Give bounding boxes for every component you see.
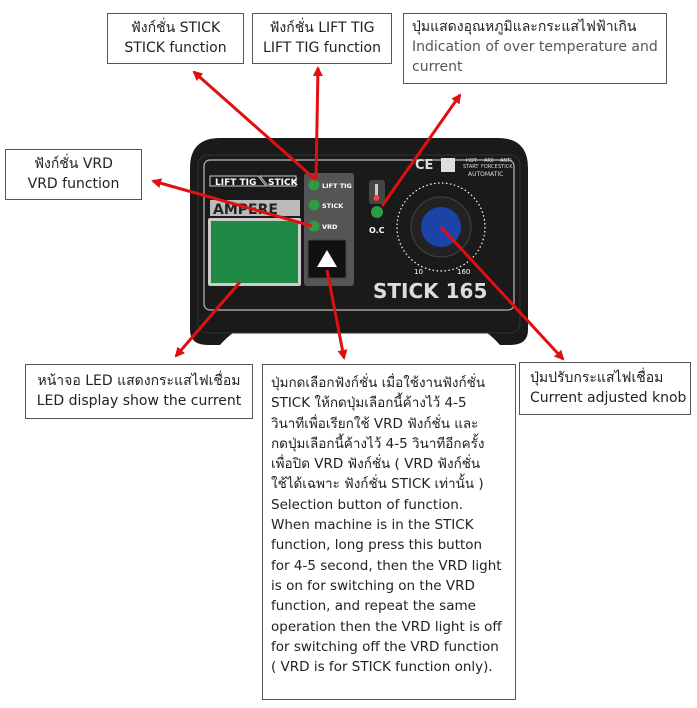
selection-line-1: ปุ่มกดเลือกฟังก์ชั่น เมื่อใช้งานฟังก์ชั่… (271, 375, 486, 391)
brand-logo: AMPERE (213, 202, 278, 218)
callout-stick-function: ฟังก์ชั่น STICK STICK function (107, 13, 244, 64)
callout-vrd-th: ฟังก์ชั่น VRD (34, 156, 113, 172)
selection-line-11: is on for switching on the VRD (271, 577, 475, 594)
callout-arrows (151, 66, 565, 361)
knob-max-label: 160 (457, 268, 470, 276)
selection-line-3: วินาทีเพื่อเรียกใช้ VRD ฟังก์ชั่น และ (271, 415, 479, 432)
callout-knob-th: ปุ่มปรับกระแสไฟเชื่อม (530, 370, 664, 386)
callout-vrd-function: ฟังก์ชั่น VRD VRD function (5, 149, 142, 200)
arrow-stick (192, 70, 317, 182)
mode-tab-lift-tig: LIFT TIG (215, 178, 256, 188)
selection-line-2: STICK ให้กดปุ่มเลือกนี้ค้างไว้ 4-5 (271, 395, 467, 412)
automatic-label: AUTOMATIC (468, 171, 503, 178)
selection-line-6: ใช้ได้เฉพาะ ฟังก์ชั่น STICK เท่านั้น ) (271, 476, 484, 493)
mode-tabs: LIFT TIG STICK (209, 175, 299, 188)
arrow-led (174, 281, 242, 358)
callout-vrd-en: VRD function (27, 176, 120, 192)
arrow-selection (325, 269, 348, 360)
selection-line-10: for 4-5 second, then the VRD light (271, 557, 502, 574)
led-lift-tig-indicator (308, 179, 320, 191)
ce-mark: CE (415, 158, 433, 173)
selection-line-12: function, and repeat the same (271, 598, 476, 615)
callout-over-temp-th: ปุ่มแสดงอุณหภูมิและกระแสไฟฟ้าเกิน (412, 19, 637, 35)
callout-led-th: หน้าจอ LED แสดงกระแสไฟเชื่อม (37, 373, 241, 389)
selection-line-9: function, long press this button (271, 537, 483, 554)
mode-tab-stick: STICK (268, 178, 299, 188)
callout-lift-tig-en: LIFT TIG function (263, 40, 381, 56)
callout-knob-en: Current adjusted knob (530, 390, 687, 406)
feature-hot-start: HOT (466, 158, 478, 164)
selection-line-8: When machine is in the STICK (271, 517, 474, 534)
triangle-up-icon (317, 250, 337, 267)
model-name: STICK 165 (373, 279, 487, 303)
feature-anti-stick-2: STICK (498, 164, 513, 170)
selection-line-13: operation then the VRD light is off (271, 618, 502, 635)
callout-current-knob: ปุ่มปรับกระแสไฟเชื่อม Current adjusted k… (519, 362, 691, 415)
feature-hot-start-2: START (463, 164, 479, 170)
selection-line-4: กดปุ่มเลือกนี้ค้างไว้ 4-5 วินาทีอีกครั้ง (271, 435, 485, 452)
led-display (211, 221, 298, 283)
callout-over-temp-en-1: Indication of over temperature and (412, 39, 658, 55)
led-stick-indicator (308, 199, 320, 211)
callout-over-temp-en-2: current (412, 59, 463, 75)
selection-line-14: for switching off the VRD function (271, 638, 499, 655)
arrow-knob (439, 225, 565, 361)
led-vrd-indicator (308, 220, 320, 232)
certification-icon (441, 158, 455, 172)
callout-led-en: LED display show the current (36, 393, 242, 409)
callout-lift-tig-function: ฟังก์ชั่น LIFT TIG LIFT TIG function (252, 13, 392, 64)
callout-lift-tig-th: ฟังก์ชั่น LIFT TIG (269, 20, 375, 36)
led-lift-tig-label: LIFT TIG (322, 182, 352, 190)
feature-arc-force-2: FORCE (481, 164, 498, 170)
arrow-lift-tig (312, 66, 323, 181)
callout-stick-th: ฟังก์ชั่น STICK (130, 20, 221, 36)
knob-min-label: 10 (414, 268, 423, 276)
led-vrd-label: VRD (322, 223, 338, 231)
feature-arc-force: ARC (484, 158, 495, 164)
arrow-vrd (151, 178, 313, 228)
callout-stick-en: STICK function (124, 40, 227, 56)
thermometer-stem (375, 184, 378, 196)
thermometer-bulb (373, 195, 380, 201)
callout-selection-button: ปุ่มกดเลือกฟังก์ชั่น เมื่อใช้งานฟังก์ชั่… (262, 364, 516, 700)
led-stick-label: STICK (322, 202, 344, 210)
arrow-over-temp (380, 93, 462, 207)
selection-line-5: เพื่อปิด VRD ฟังก์ชั่น ( VRD ฟังก์ชั่น (271, 456, 481, 473)
oc-label: O.C (369, 226, 385, 235)
callout-over-temperature: ปุ่มแสดงอุณหภูมิและกระแสไฟฟ้าเกิน Indica… (403, 13, 667, 84)
selection-line-15: ( VRD is for STICK function only). (271, 659, 493, 676)
callout-led-display: หน้าจอ LED แสดงกระแสไฟเชื่อม LED display… (25, 364, 253, 419)
over-temperature-led (371, 206, 383, 218)
selection-line-7: Selection button of function. (271, 496, 464, 513)
feature-anti-stick: ANTI (500, 158, 512, 164)
